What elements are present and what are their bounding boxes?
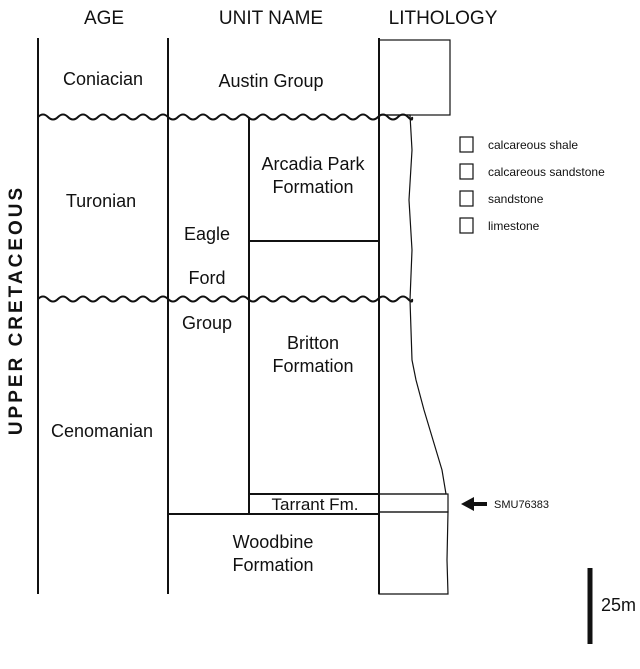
lith-eagle-ford-shale	[378, 114, 447, 495]
lith-austin-limestone	[378, 39, 451, 116]
header-unit-name: UNIT NAME	[219, 8, 323, 29]
unit-woodbine-line1: Woodbine	[233, 532, 314, 552]
unconformity-turonian-cenomanian	[37, 295, 414, 303]
unconformity-coniacian-turonian	[37, 113, 414, 121]
sample-label: SMU76383	[494, 499, 549, 511]
age-coniacian: Coniacian	[63, 69, 143, 89]
legend-swatch-limestone	[459, 217, 474, 234]
age-cenomanian: Cenomanian	[51, 421, 153, 441]
unit-britton-line2: Formation	[272, 356, 353, 376]
unit-austin-group: Austin Group	[218, 71, 323, 91]
legend-limestone: limestone	[488, 219, 540, 233]
scale-label: 25m	[601, 595, 636, 615]
unit-ford: Ford	[188, 268, 225, 288]
legend-swatch-calcareous-sandstone	[459, 163, 474, 180]
legend: calcareous shale calcareous sandstone sa…	[459, 136, 605, 234]
lith-tarrant-calcareous-sandstone	[378, 493, 449, 513]
unit-group: Group	[182, 313, 232, 333]
unit-tarrant: Tarrant Fm.	[272, 495, 359, 514]
unit-arcadia-park-line2: Formation	[272, 177, 353, 197]
unit-eagle: Eagle	[184, 224, 230, 244]
lith-woodbine-sandstone	[378, 511, 449, 595]
unit-woodbine-line2: Formation	[232, 555, 313, 575]
upper-cretaceous-label: UPPER CRETACEOUS	[6, 185, 27, 435]
age-turonian: Turonian	[66, 191, 136, 211]
unit-britton-line1: Britton	[287, 333, 339, 353]
legend-sandstone: sandstone	[488, 192, 544, 206]
legend-swatch-sandstone	[459, 190, 474, 207]
legend-calcareous-sandstone: calcareous sandstone	[488, 165, 605, 179]
arrow-left-icon	[461, 497, 474, 511]
sample-marker: SMU76383	[461, 497, 549, 511]
legend-swatch-calcareous-shale	[459, 136, 474, 153]
header-lithology: LITHOLOGY	[389, 8, 498, 29]
legend-calcareous-shale: calcareous shale	[488, 138, 578, 152]
unit-arcadia-park-line1: Arcadia Park	[261, 154, 365, 174]
header-age: AGE	[84, 8, 124, 29]
